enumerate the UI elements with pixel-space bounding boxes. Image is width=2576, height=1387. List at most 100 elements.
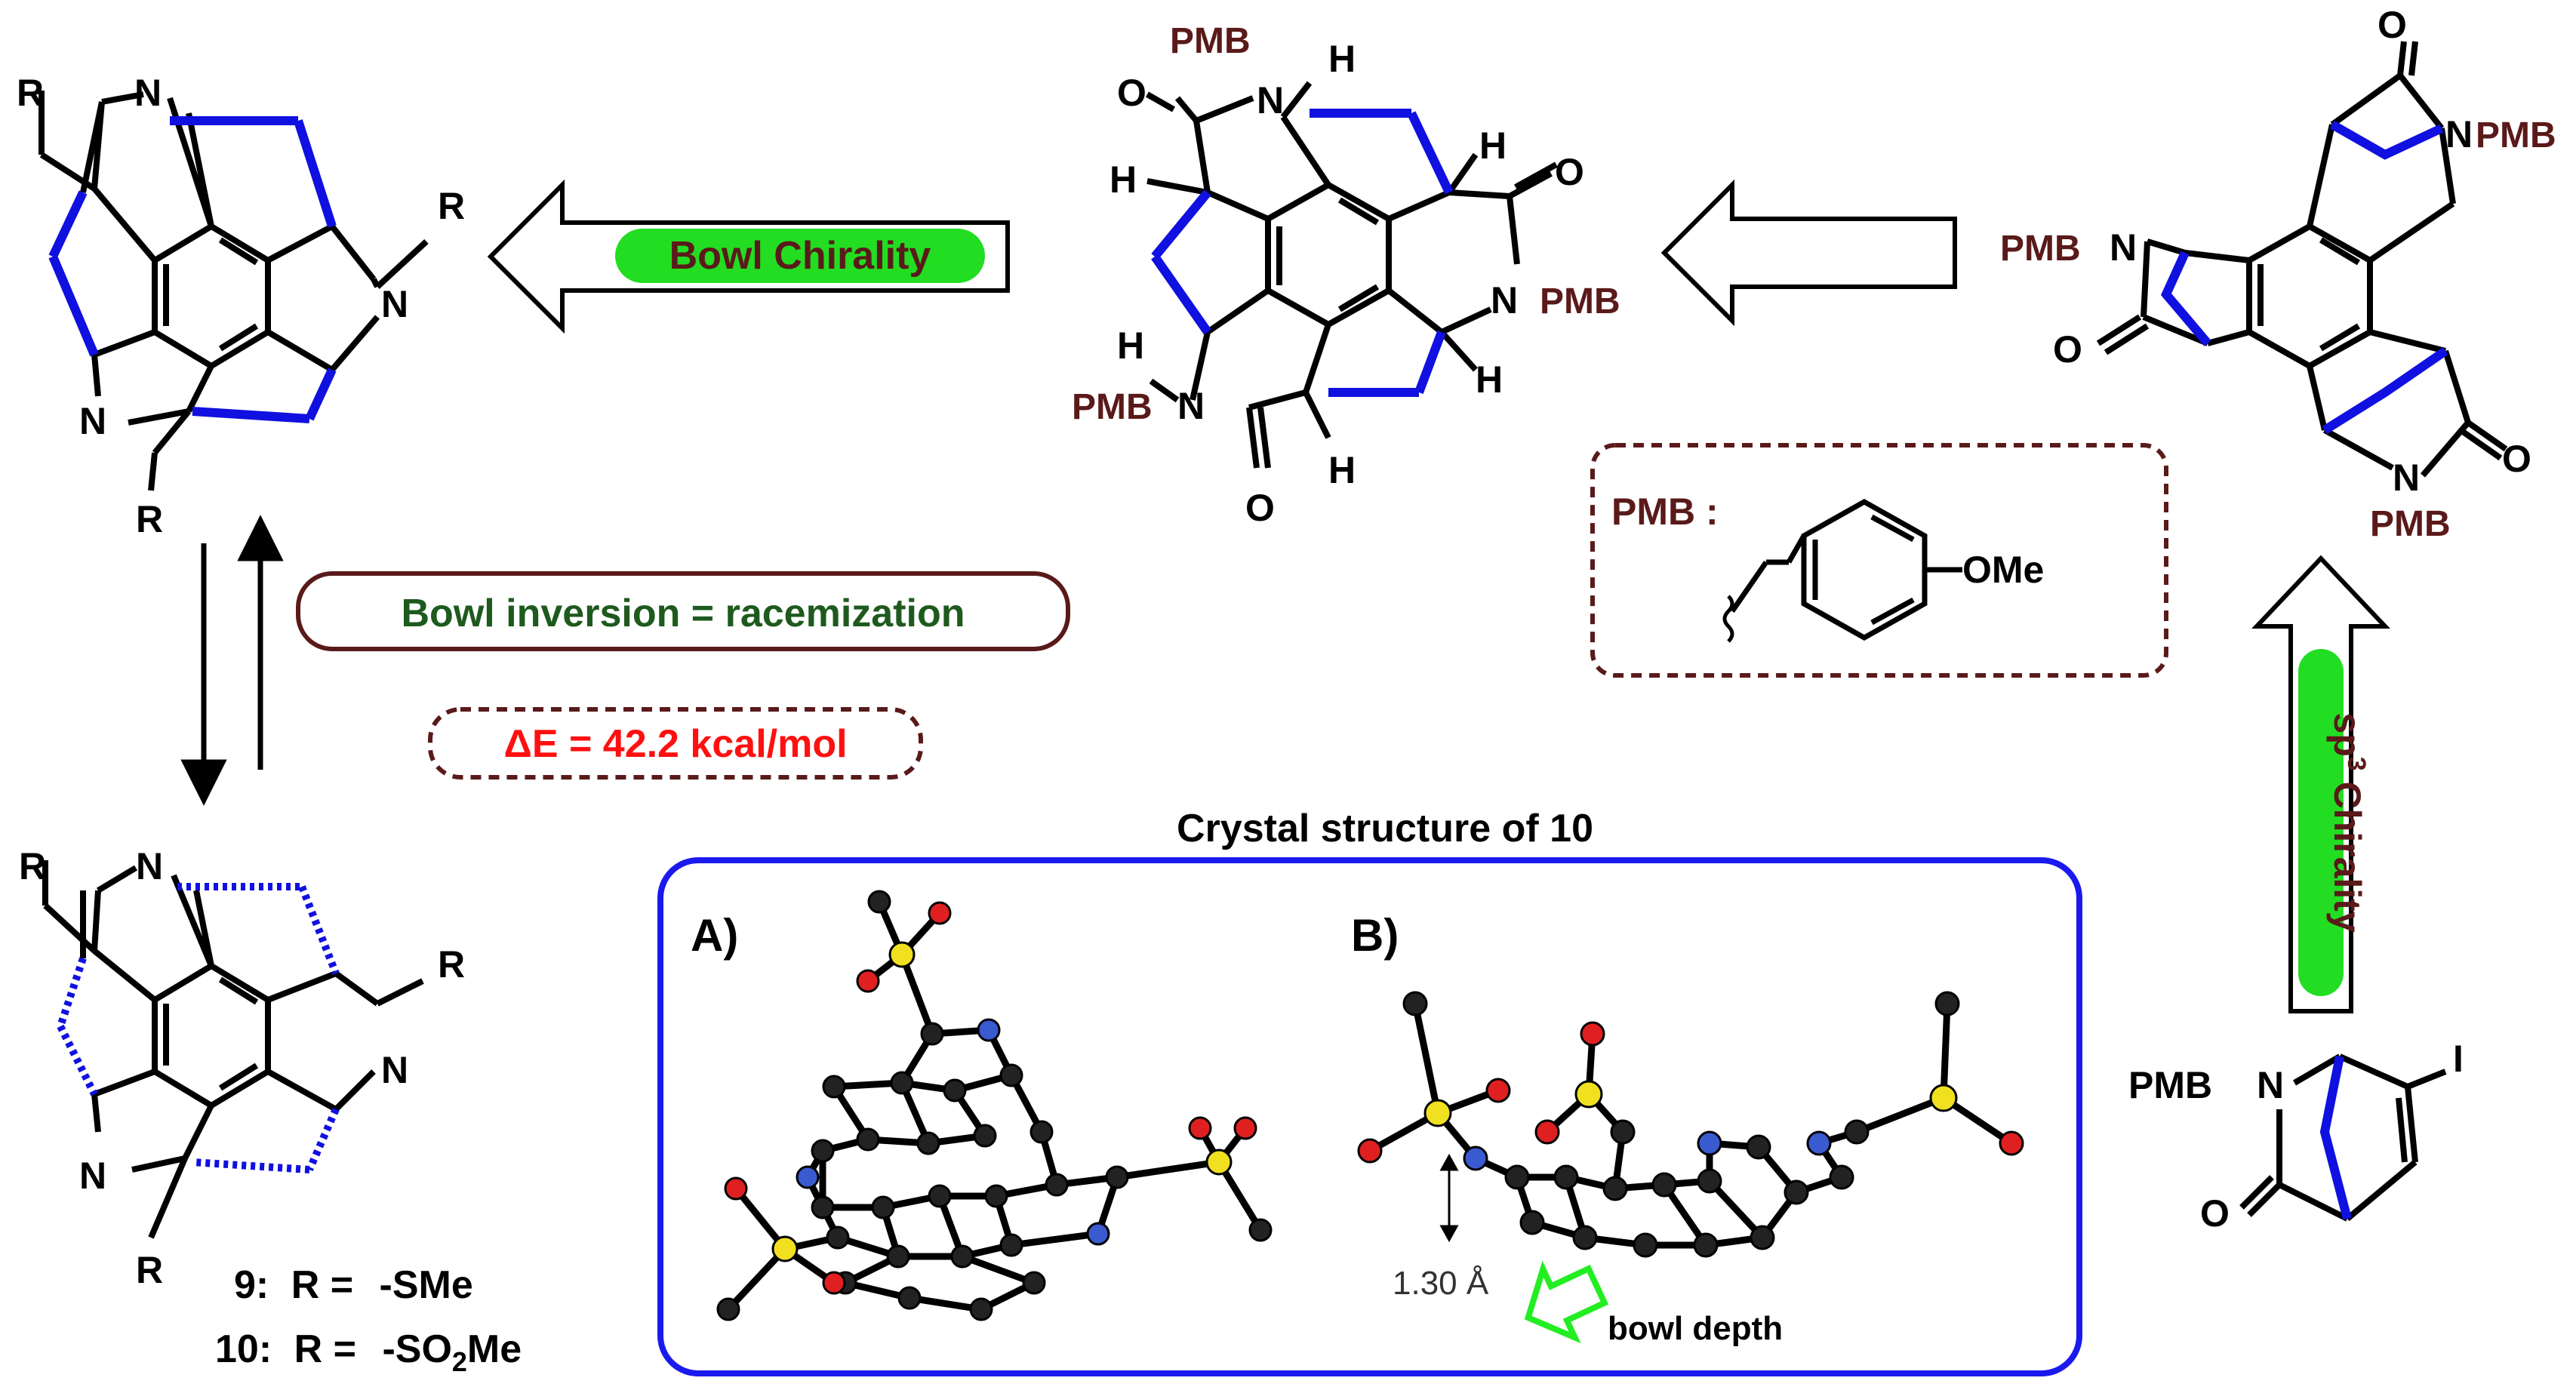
compound-9-r: -SMe [380,1263,473,1307]
atom-h-2: H [1109,158,1137,201]
equilibrium-arrows [180,515,284,806]
panel-b-label: B) [1351,910,1399,961]
crystal-atom-c [920,1022,944,1046]
atom-h-6: H [1328,449,1356,491]
crystal-atom-n [1463,1146,1488,1171]
atom-h-4: H [1117,324,1144,367]
crystal-atom-c [871,1195,895,1219]
atom-n-11: N [136,845,163,887]
crystal-atom-c [1829,1164,1854,1190]
atom-o-4: O [2377,4,2407,46]
tetralactam-compound [1146,81,1558,469]
crystal-atom-n [796,1165,820,1189]
crystal-atom-c [1029,1120,1054,1144]
crystal-atom-c [826,1226,850,1250]
atom-n-2: N [381,283,408,325]
crystal-atom-c [984,1184,1008,1208]
bowl-chirality-pill [615,229,985,283]
compound-10-legend: 10: R = -SO2Me [215,1327,522,1377]
pmb-4: PMB [2476,115,2556,155]
tetralactam-rim [1151,109,1454,397]
atom-n-13: N [79,1155,106,1197]
crystal-atom-c [1697,1168,1722,1194]
crystal-bond [898,953,936,1035]
crystal-atom-c [1750,1225,1775,1250]
crystal-atom-c [1553,1164,1579,1190]
crystal-atom-c [969,1297,993,1321]
crystal-atom-c [1784,1179,1809,1205]
crystal-structure-title: Crystal structure of 10 [1177,807,1593,850]
atom-r-6: R [136,1249,163,1291]
pmb-definition-box: PMB : OMe [1590,443,2168,678]
bowl-chirality-label: Bowl Chirality [669,234,931,278]
pmb-1: PMB [1170,21,1251,61]
compound-10-eq: R = [294,1327,356,1371]
crystal-atom-c [1045,1173,1069,1197]
compound-9-legend: 9: R = -SMe [234,1263,473,1307]
middle-reaction-arrow [1660,179,1957,327]
panel-a-label: A) [691,910,738,961]
crystal-atom-c [1602,1176,1628,1201]
bicyclic-lactam-bridge [2319,1055,2352,1220]
compound-10-r: -SO2Me [382,1327,522,1377]
sp3-chirality-arrow: sp3 Chirality [2251,555,2390,1013]
crystal-atom-c [950,1244,974,1269]
crystal-atom-c [897,1286,922,1310]
crystal-atom-c [916,1131,940,1155]
crystal-atom-o [1534,1119,1560,1145]
crystal-atom-s [1423,1099,1452,1127]
crystal-atom-c [1504,1164,1530,1190]
pmb-3: PMB [1072,387,1153,427]
bowl-compound-bottom [42,860,424,1239]
crystal-atom-c [1934,991,1960,1016]
crystal-atom-c [886,1244,910,1269]
atom-o-1: O [1117,72,1146,114]
depth-marker [1439,1153,1459,1243]
crystal-atom-c [1633,1232,1658,1258]
pmb-5: PMB [2000,229,2081,269]
crystal-atom-c [1022,1271,1046,1295]
crystal-atom-o [1580,1021,1605,1047]
crystal-atom-c [999,1233,1023,1257]
crystal-atom-c [943,1078,967,1103]
crystal-atom-c [999,1063,1023,1087]
pmb-2: PMB [1540,281,1620,321]
crystal-atom-c [1610,1119,1636,1145]
atom-n-9: N [2393,457,2420,499]
crystal-atom-c [716,1297,740,1321]
crystal-atom-o [1485,1078,1511,1103]
atom-o-6: O [2502,438,2531,480]
crystal-atom-s [1205,1149,1233,1176]
bowl-compound-top-rim [48,116,337,423]
crystal-atom-c [867,890,891,914]
crystal-atom-o [1999,1130,2024,1156]
crystal-view-a [716,890,1273,1321]
atom-r-3: R [136,498,163,540]
crystal-bond [1707,1178,1765,1241]
atom-n-3: N [79,400,106,442]
crystal-atom-c [1572,1225,1598,1250]
crystal-atom-c [1693,1232,1719,1258]
ome-label: OMe [1962,549,2044,591]
crystal-atom-o [928,901,952,925]
atom-o-2: O [1555,151,1584,193]
crystal-structure-box [657,857,2082,1376]
compound-9-eq: R = [291,1263,353,1307]
atom-h-1: H [1328,38,1356,80]
crystal-bond [725,1246,788,1312]
atom-n-6: N [1177,385,1205,427]
crystal-atom-o [724,1176,748,1201]
delta-e-label: ΔE = 42.2 kcal/mol [503,722,847,766]
crystal-atom-n [1806,1130,1832,1156]
compound-10-number: 10: [215,1327,272,1371]
crystal-bond [909,1294,982,1313]
bowl-compound-top [38,91,429,491]
atom-o-7: O [2200,1192,2230,1235]
atom-h-5: H [1476,358,1503,401]
atom-n-1: N [134,72,162,114]
crystal-atom-o [856,969,880,993]
atom-r-4: R [19,845,46,887]
atom-n-7: N [2445,113,2473,155]
crystal-bond [1216,1160,1263,1232]
bowl-inversion-label: Bowl inversion = racemization [402,592,965,635]
